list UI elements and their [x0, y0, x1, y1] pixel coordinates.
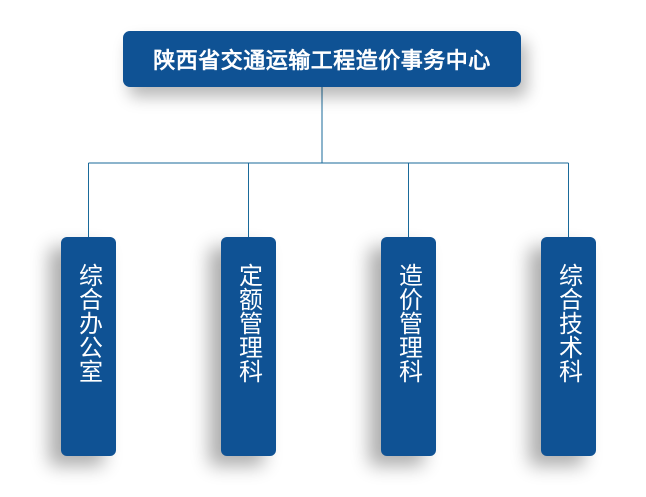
root-node: 陕西省交通运输工程造价事务中心: [123, 31, 521, 87]
dept-node-label: 综合技术科: [554, 263, 583, 383]
dept-node-label: 造价管理科: [394, 263, 423, 383]
dept-node-label: 定额管理科: [234, 263, 263, 383]
dept-node-technical: 综合技术科: [541, 237, 596, 456]
dept-node-cost-management: 造价管理科: [381, 237, 436, 456]
dept-node-label: 综合办公室: [74, 263, 103, 383]
dept-node-quota-management: 定额管理科: [221, 237, 276, 456]
root-node-title: 陕西省交通运输工程造价事务中心: [153, 49, 491, 74]
dept-node-general-office: 综合办公室: [61, 237, 116, 456]
